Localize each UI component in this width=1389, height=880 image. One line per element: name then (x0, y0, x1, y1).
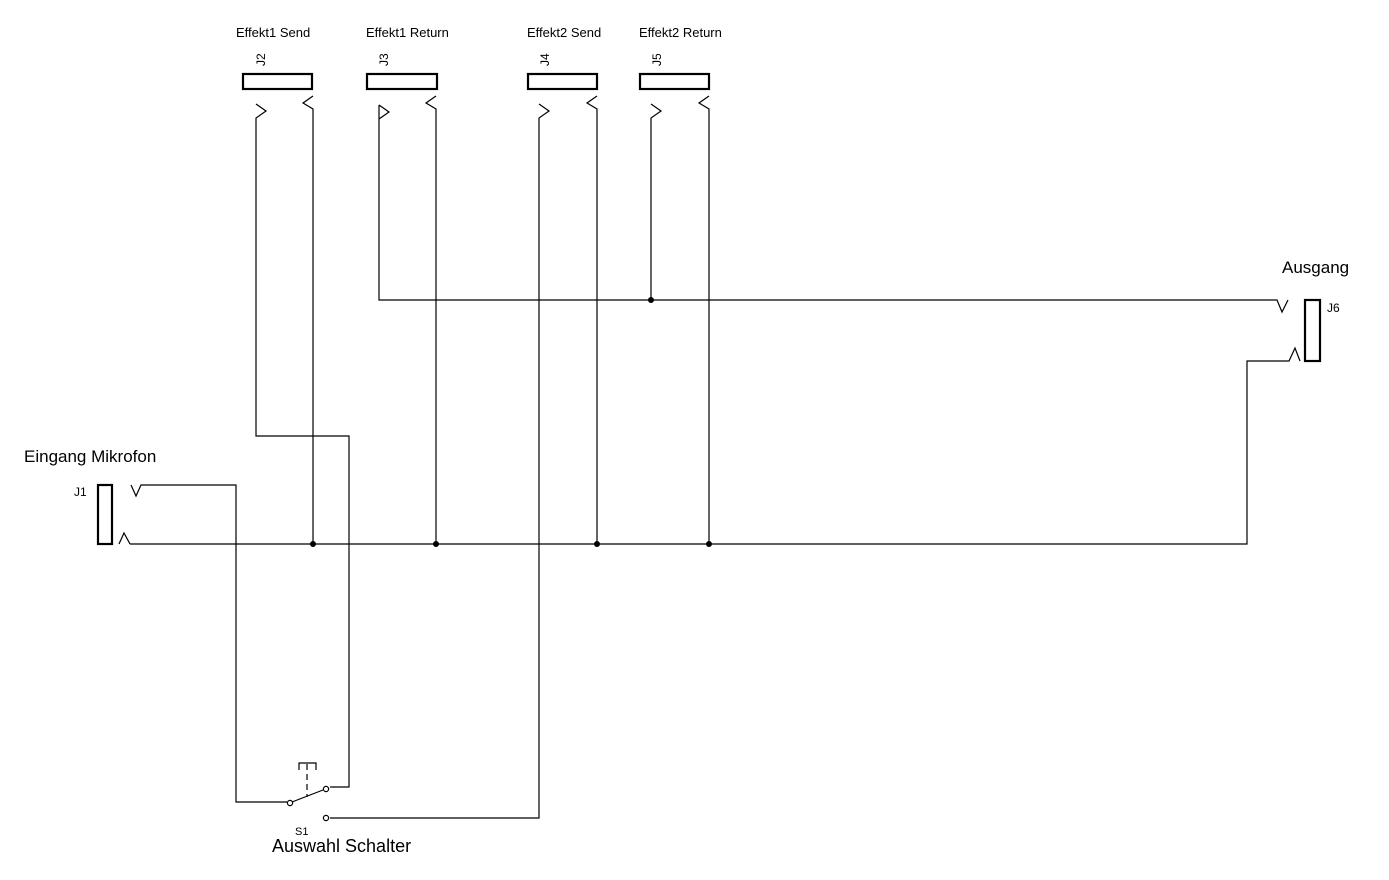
j2-tip-wire (255, 103, 350, 788)
j6-ref: J6 (1327, 301, 1340, 315)
j1-label: Eingang Mikrofon (24, 447, 156, 466)
j5-tip-wire (650, 103, 663, 300)
switch-contact-1 (322, 785, 330, 793)
j3-tip-wire (378, 104, 1275, 301)
s1-label: Auswahl Schalter (272, 836, 411, 856)
j2-ref: J2 (254, 53, 268, 66)
j3-ring-wire (424, 95, 437, 544)
j3-ref: J3 (377, 53, 391, 66)
j4-ring-wire (585, 95, 598, 544)
j6-tip-pin (1275, 299, 1289, 314)
j4-jack-body (526, 72, 599, 91)
switch-actuator-head (298, 762, 317, 770)
j2-label: Effekt1 Send (236, 25, 310, 40)
j1-sleeve-pin (118, 531, 131, 545)
j3-label: Effekt1 Return (366, 25, 449, 40)
j6-jack-body (1303, 298, 1322, 363)
switch-common-contact (286, 799, 294, 807)
j4-ref: J4 (538, 53, 552, 66)
junction-dot (706, 541, 712, 547)
junction-dot (648, 297, 654, 303)
j5-label: Effekt2 Return (639, 25, 722, 40)
j5-ref: J5 (650, 53, 664, 66)
j1-ref: J1 (74, 485, 87, 499)
switch-contact-2 (322, 814, 330, 822)
switch-s1 (286, 762, 330, 822)
j4-label: Effekt2 Send (527, 25, 601, 40)
j5-ring-wire (697, 95, 710, 544)
j6-label: Ausgang (1282, 258, 1349, 277)
j4-tip-wire (330, 103, 551, 819)
j6-sleeve-wire (130, 346, 1301, 545)
j2-jack-body (241, 72, 314, 91)
j3-jack-body (365, 72, 439, 91)
junction-dot (433, 541, 439, 547)
s1-ref: S1 (295, 826, 308, 838)
j1-tip-wire (130, 484, 287, 803)
junction-dot (594, 541, 600, 547)
j1-jack-body (96, 483, 114, 546)
j5-jack-body (638, 72, 711, 91)
j2-ring-wire (301, 95, 314, 544)
junction-dot (310, 541, 316, 547)
